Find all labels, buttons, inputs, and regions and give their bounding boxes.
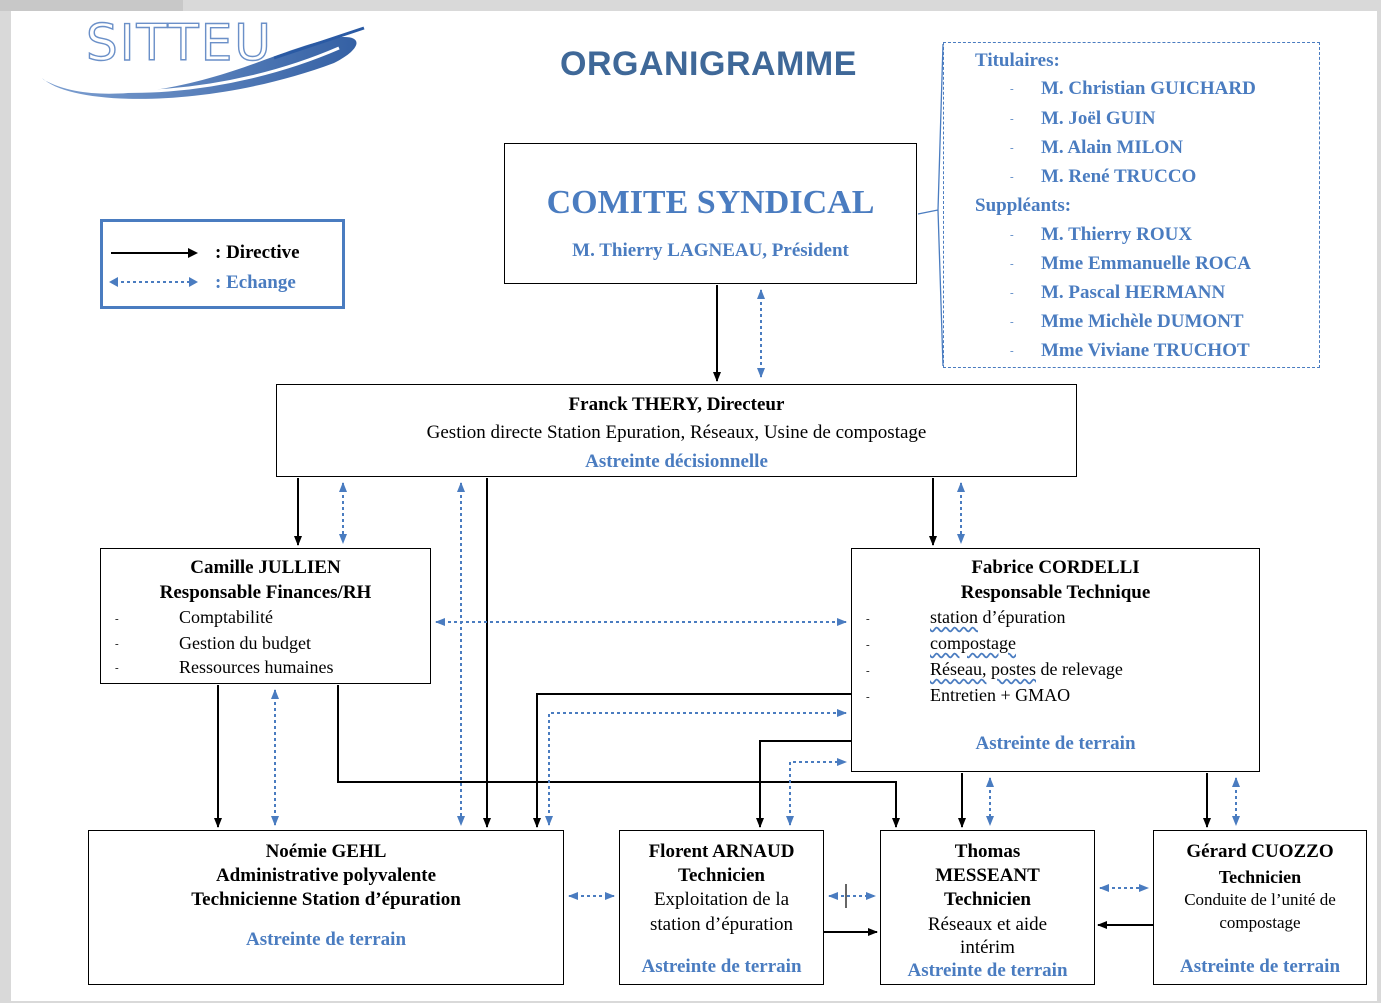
jullien-item: Comptabilité: [179, 607, 273, 627]
messeant-astreinte: Astreinte de terrain: [907, 960, 1068, 981]
legend: : Directive : Echange: [100, 219, 345, 309]
cordelli-item-part: Réseau,: [930, 659, 987, 679]
arnaud-name: Florent ARNAUD: [648, 841, 795, 862]
titulaire-item: M. Alain MILON: [1041, 137, 1183, 158]
arnaud-astreinte: Astreinte de terrain: [641, 956, 802, 977]
jullien-role: Responsable Finances/RH: [159, 582, 372, 603]
suppleant-item: Mme Viviane TRUCHOT: [1041, 340, 1250, 361]
arnaud-box: Florent ARNAUD Technicien Exploitation d…: [619, 830, 824, 985]
directeur-box: Franck THERY, Directeur Gestion directe …: [276, 384, 1077, 477]
bullet: -: [866, 639, 870, 651]
bullet: -: [866, 613, 870, 625]
cordelli-item-part: compostage: [930, 633, 1016, 653]
messeant-box: Thomas MESSEANT Technicien Réseaux et ai…: [880, 830, 1095, 985]
gehl-box: Noémie GEHL Administrative polyvalente T…: [88, 830, 564, 985]
gehl-role: Technicienne Station d’épuration: [191, 889, 461, 910]
titulaire-item: M. Joël GUIN: [1041, 108, 1156, 129]
directeur-role: , Directeur: [697, 394, 785, 415]
cuozzo-astreinte: Astreinte de terrain: [1179, 956, 1341, 977]
cordelli-item: station d’épuration: [930, 607, 1065, 628]
cordelli-item-part: station: [930, 607, 978, 627]
comite-president: M. Thierry LAGNEAU, Président: [572, 240, 849, 261]
arnaud-desc: Exploitation de la: [653, 889, 790, 910]
cuozzo-desc: Conduite de l’unité de: [1184, 890, 1336, 909]
cordelli-item-part: d’épuration: [978, 607, 1066, 627]
bullet: -: [115, 613, 119, 625]
bullet: -: [1010, 287, 1014, 299]
sitteu-logo: SITTEU: [34, 8, 370, 112]
jullien-name: Camille JULLIEN: [190, 557, 341, 578]
bullet: -: [866, 691, 870, 703]
cordelli-box: Fabrice CORDELLI Responsable Technique -…: [851, 548, 1260, 772]
suppleant-item: Mme Michèle DUMONT: [1041, 311, 1244, 332]
cordelli-name: Fabrice CORDELLI: [971, 557, 1140, 578]
legend-arrows: [109, 248, 198, 287]
cuozzo-box: Gérard CUOZZO Technicien Conduite de l’u…: [1153, 830, 1367, 985]
messeant-desc: Réseaux et aide: [927, 914, 1048, 935]
suppleant-item: M. Pascal HERMANN: [1041, 282, 1226, 303]
comite-title: COMITE SYNDICAL: [546, 184, 875, 221]
arnaud-role: Technicien: [678, 865, 765, 886]
legend-directive-label: : Directive: [215, 242, 300, 263]
suppleants-label: Suppléants:: [975, 195, 1072, 216]
messeant-name: MESSEANT: [935, 865, 1040, 886]
suppleant-item: M. Thierry ROUX: [1041, 224, 1193, 245]
cuozzo-role: Technicien: [1218, 867, 1302, 887]
cordelli-item: compostage: [930, 633, 1016, 654]
gehl-astreinte: Astreinte de terrain: [245, 929, 407, 950]
bullet: -: [866, 665, 870, 677]
cordelli-item: Entretien + GMAO: [930, 685, 1071, 705]
messeant-name: Thomas: [954, 841, 1021, 862]
legend-echange-label: : Echange: [215, 272, 296, 293]
cordelli-item-part: de relevage: [1035, 659, 1123, 679]
members-list: Titulaires: - M. Christian GUICHARD - M.…: [943, 42, 1320, 368]
bullet: -: [1010, 83, 1014, 95]
suppleant-item: Mme Emmanuelle ROCA: [1041, 253, 1252, 274]
jullien-box: Camille JULLIEN Responsable Finances/RH …: [100, 548, 431, 684]
logo-text: SITTEU: [85, 13, 273, 72]
bullet: -: [1010, 345, 1014, 357]
arnaud-desc: station d’épuration: [650, 914, 793, 935]
gehl-name: Noémie GEHL: [265, 841, 387, 862]
cuozzo-name: Gérard CUOZZO: [1186, 841, 1334, 862]
titulaire-item: M. René TRUCCO: [1041, 166, 1197, 187]
jullien-item: Gestion du budget: [179, 633, 311, 653]
page-title: ORGANIGRAMME: [560, 45, 857, 83]
bullet: -: [1010, 316, 1014, 328]
messeant-desc: intérim: [960, 937, 1015, 958]
titulaires-label: Titulaires:: [975, 50, 1060, 71]
jullien-item: Ressources humaines: [179, 657, 334, 677]
directeur-astreinte: Astreinte décisionnelle: [585, 451, 768, 472]
bullet: -: [1010, 142, 1014, 154]
corner-tab: [0, 0, 183, 11]
titulaire-item: M. Christian GUICHARD: [1041, 78, 1256, 99]
directeur-name: Franck THERY: [568, 394, 698, 415]
gehl-role: Administrative polyvalente: [215, 865, 437, 886]
messeant-role: Technicien: [944, 889, 1031, 910]
comite-syndical-box: COMITE SYNDICAL M. Thierry LAGNEAU, Prés…: [504, 143, 917, 284]
bullet: -: [1010, 113, 1014, 125]
bullet: -: [115, 662, 119, 674]
cordelli-item-part: postes: [990, 659, 1036, 679]
bullet: -: [1010, 229, 1014, 241]
cuozzo-desc: compostage: [1219, 913, 1301, 932]
bullet: -: [1010, 171, 1014, 183]
cordelli-role: Responsable Technique: [960, 582, 1151, 603]
bullet: -: [115, 638, 119, 650]
directeur-desc: Gestion directe Station Epuration, Résea…: [426, 422, 927, 443]
logo-swoosh-icon: [42, 26, 365, 99]
cordelli-astreinte: Astreinte de terrain: [975, 733, 1136, 754]
bullet: -: [1010, 258, 1014, 270]
cordelli-item: Réseau, postes de relevage: [930, 659, 1123, 680]
